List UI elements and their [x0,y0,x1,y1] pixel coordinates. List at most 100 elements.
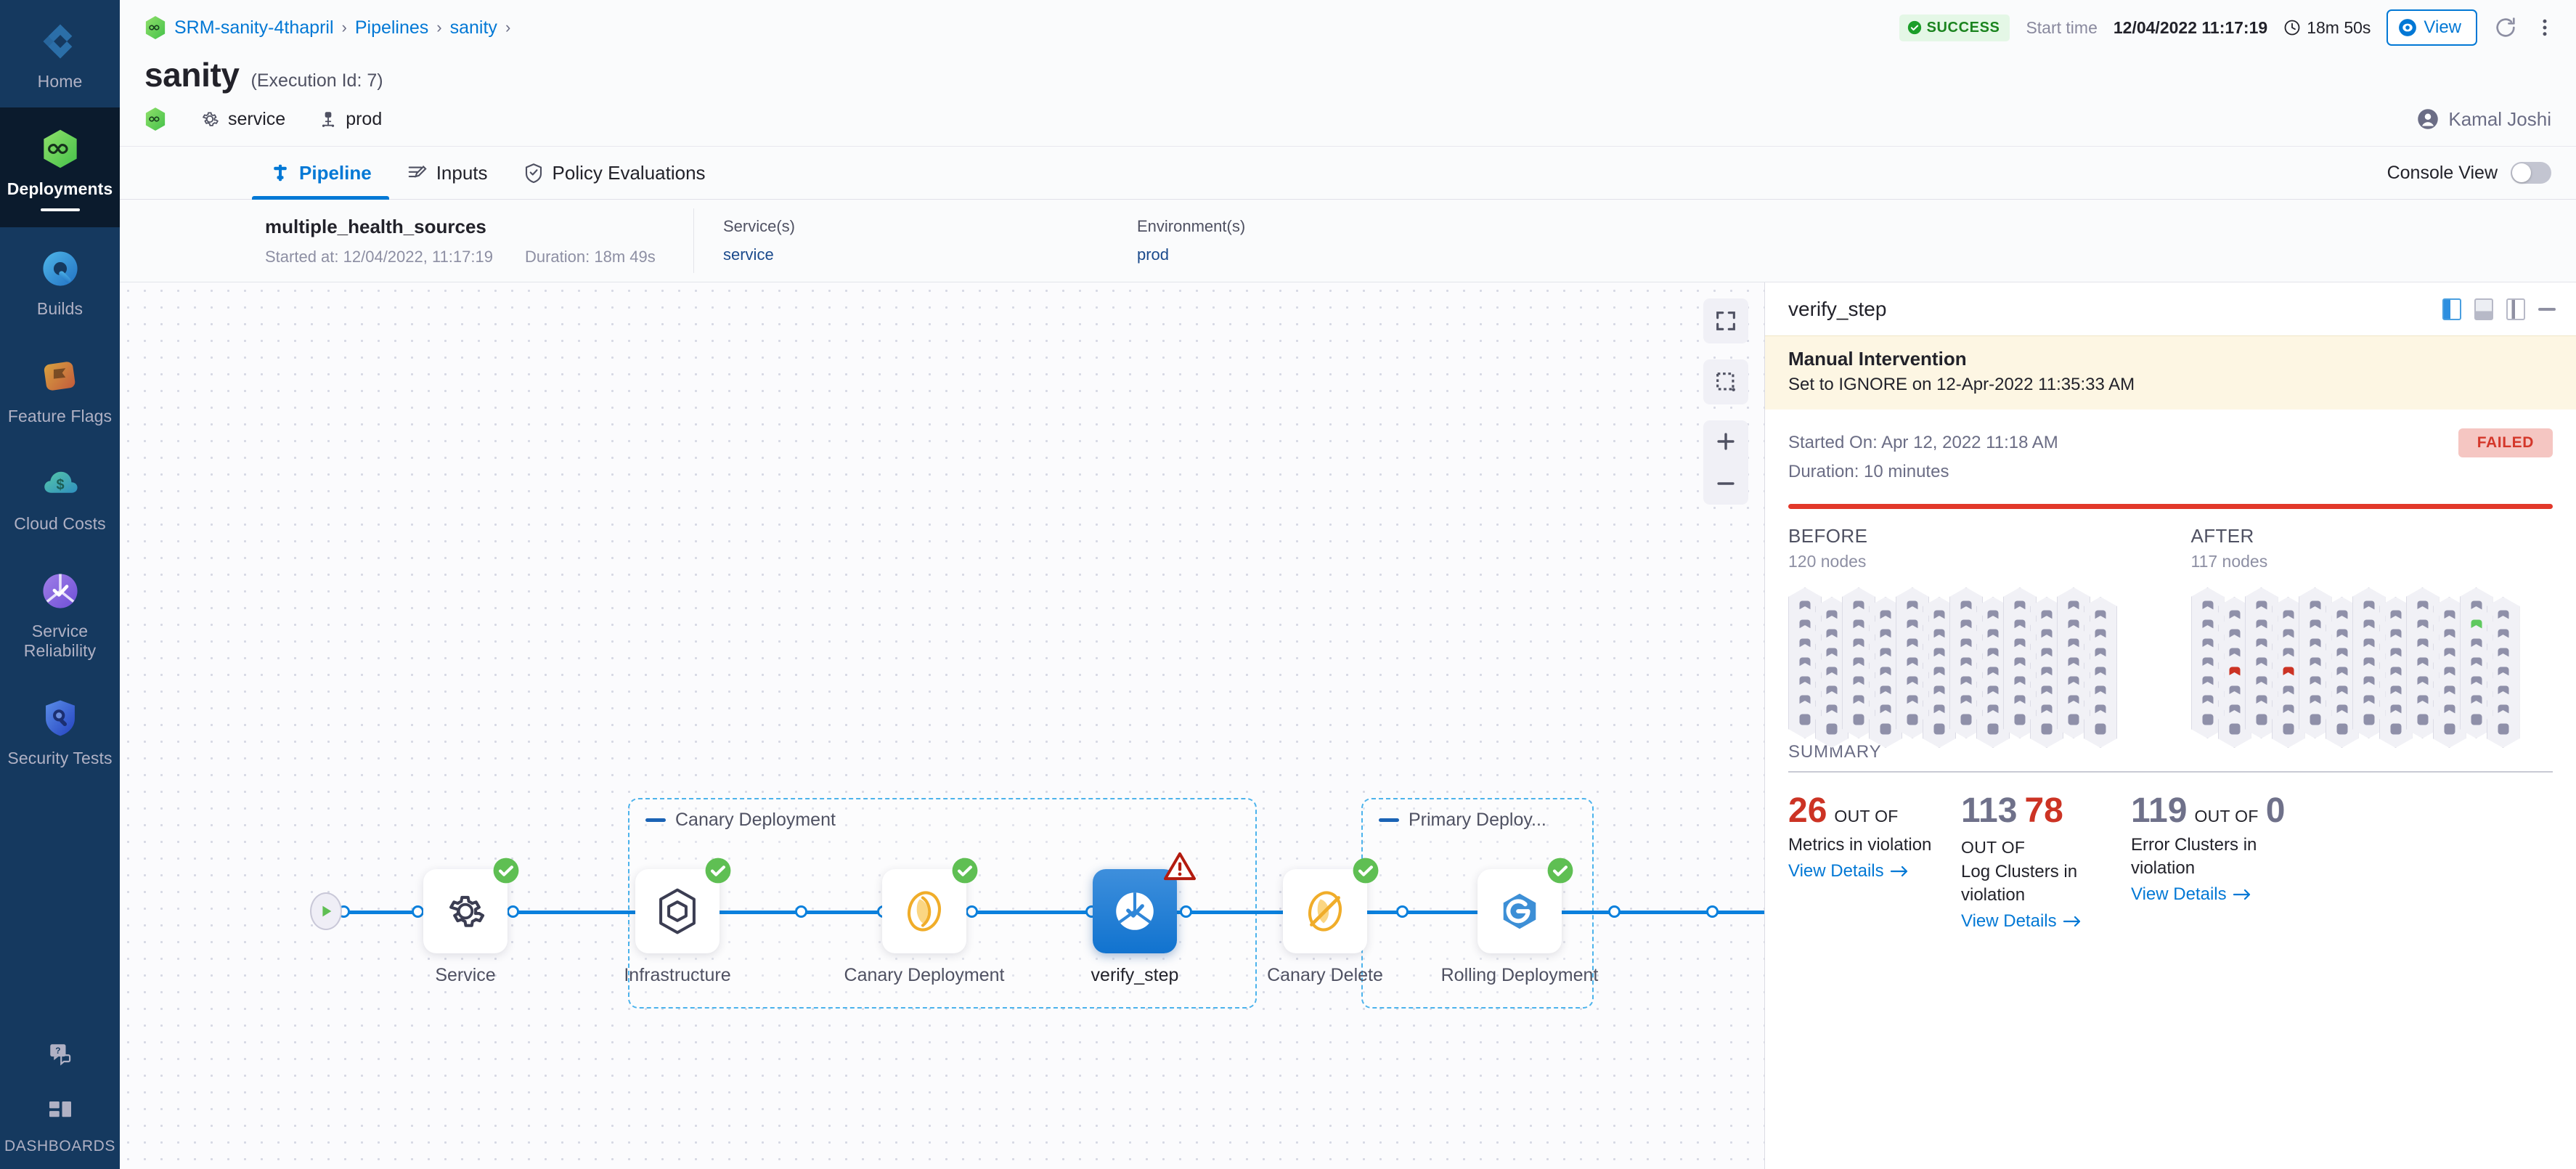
sidebar-item-service-reliability[interactable]: Service Reliability [0,550,120,677]
graph-start-node[interactable] [310,892,342,930]
breadcrumb-sanity[interactable]: sanity [449,17,497,38]
execution-id: (Execution Id: 7) [250,70,383,91]
node-label: Infrastructure [624,965,731,985]
before-after-row: BEFORE 120 nodes AFTER 117 nodes [1788,525,2553,748]
node-status-dot [2310,714,2320,725]
node-card [423,858,519,953]
active-indicator [40,208,80,211]
node-status-dot [2041,723,2053,735]
breadcrumb-project[interactable]: SRM-sanity-4thapril [174,17,334,38]
graph-node-service[interactable]: Service [423,858,519,985]
breadcrumb-pipelines[interactable]: Pipelines [354,17,429,38]
node-status-dot [1853,714,1864,725]
status-badge-success-icon [951,857,979,888]
sidebar-item-builds[interactable]: Builds [0,227,120,335]
deployments-infinity-hex-icon [38,126,83,171]
group-collapse-icon[interactable] [645,818,666,822]
panel-minimize-icon[interactable] [2538,307,2556,311]
divider [693,208,694,273]
view-details-link[interactable]: View Details [1788,861,1909,881]
node-card [635,858,731,953]
edge-start-service [338,911,417,914]
services-value[interactable]: service [723,245,774,264]
tab-policy-evaluations[interactable]: Policy Evaluations [505,147,723,199]
node-status-dot [2471,714,2482,725]
node-status-dot [2363,714,2374,725]
home-diamond-icon [38,19,83,64]
user-menu[interactable]: Kamal Joshi [2417,108,2551,131]
service-chip[interactable]: service [200,109,285,130]
environment-chip[interactable]: prod [319,109,382,130]
status-badge-success-icon [704,857,732,888]
sidebar-item-cloud-costs[interactable]: $ Cloud Costs [0,442,120,550]
console-view-toggle[interactable]: Console View [2387,147,2551,199]
refresh-icon[interactable] [2493,15,2518,40]
tab-inputs[interactable]: Inputs [389,147,505,199]
edge-rolling-end [1615,911,1764,914]
group-collapse-icon[interactable] [1379,818,1399,822]
switch-knob [2512,163,2531,182]
zoom-in-icon[interactable] [1703,420,1748,463]
tab-label: Pipeline [299,161,372,184]
panel-layout-bottom-icon[interactable] [2474,298,2493,320]
group-label-text: Primary Deploy... [1409,810,1546,830]
graph-node-infrastructure[interactable]: Infrastructure [624,858,731,985]
node-status-dot [2444,723,2455,735]
sidebar-item-home[interactable]: Home [0,0,120,107]
node-status-dot [1907,714,1918,725]
node-hex-cell[interactable] [1842,701,1875,738]
more-vertical-icon[interactable] [2534,15,2556,40]
after-node-hive[interactable] [2190,587,2553,748]
sidebar-item-help[interactable]: ? [0,1025,120,1083]
node-card [1283,858,1379,953]
graph-port [966,905,978,918]
node-status-dot [1880,723,1891,735]
pipeline-graph-canvas[interactable]: Canary Deployment Primary Deploy... [120,282,1764,1169]
view-details-link[interactable]: View Details [2131,884,2252,905]
graph-node-rolling-deployment[interactable]: Rolling Deployment [1441,858,1598,985]
zoom-out-icon[interactable] [1703,463,1748,505]
tab-pipeline[interactable]: Pipeline [252,147,389,200]
node-hex-cell[interactable] [2486,710,2520,748]
sidebar-item-dashboards[interactable]: DASHBOARDS [0,1083,120,1169]
panel-layout-left-icon[interactable] [2442,298,2461,320]
graph-node-verify-step[interactable]: verify_step [1091,852,1196,985]
before-heading: BEFORE [1788,525,1868,547]
stat-outof-label: OUT OF [2194,807,2259,826]
node-card [882,858,978,953]
graph-node-canary-delete[interactable]: Canary Delete [1267,858,1383,985]
breadcrumb: SRM-sanity-4thapril › Pipelines › sanity… [144,15,510,40]
manual-intervention-banner: Manual Intervention Set to IGNORE on 12-… [1765,335,2576,410]
elapsed-time: 18m 50s [2283,18,2371,38]
environments-header: Environment(s) [1137,217,1246,235]
banner-subtitle: Set to IGNORE on 12-Apr-2022 11:35:33 AM [1788,375,2135,394]
sidebar-item-feature-flags[interactable]: Feature Flags [0,335,120,442]
view-button[interactable]: View [2387,9,2477,46]
graph-node-canary-deployment[interactable]: Canary Deployment [844,858,1004,985]
stat-metrics: 26 OUT OF Metrics in violation View Deta… [1788,791,1945,932]
view-details-link[interactable]: View Details [1961,911,2082,932]
before-node-hive[interactable] [1788,587,2151,748]
console-view-switch[interactable] [2511,162,2551,184]
panel-layout-right-icon[interactable] [2506,298,2525,320]
fit-screen-icon[interactable] [1703,298,1748,343]
execution-summary-strip: multiple_health_sources Started at: 12/0… [120,200,2576,282]
node-status-dot [1826,723,1838,735]
sidebar-item-label: Feature Flags [7,407,113,425]
sidebar-item-label: Service Reliability [23,622,97,660]
before-column: BEFORE 120 nodes [1788,525,2151,748]
play-icon [322,905,332,917]
step-detail-panel: verify_step Manual Intervention Set to I… [1764,282,2576,1169]
environments-value[interactable]: prod [1137,245,1170,264]
node-status-dot [1933,723,1945,735]
node-hex-cell[interactable] [2084,710,2117,748]
sidebar-item-security-tests[interactable]: Security Tests [0,677,120,784]
status-badge-warning-icon [1164,852,1196,884]
detail-panel-header: verify_step [1765,282,2576,335]
select-area-icon[interactable] [1703,359,1748,404]
top-bar-right: SUCCESS Start time 12/04/2022 11:17:19 1… [1899,9,2556,46]
sidebar-item-deployments[interactable]: Deployments [0,107,120,227]
detail-panel-body: Started On: Apr 12, 2022 11:18 AM Durati… [1765,410,2576,1169]
node-hex-cell[interactable] [2244,701,2278,738]
svg-text:?: ? [55,1046,60,1056]
